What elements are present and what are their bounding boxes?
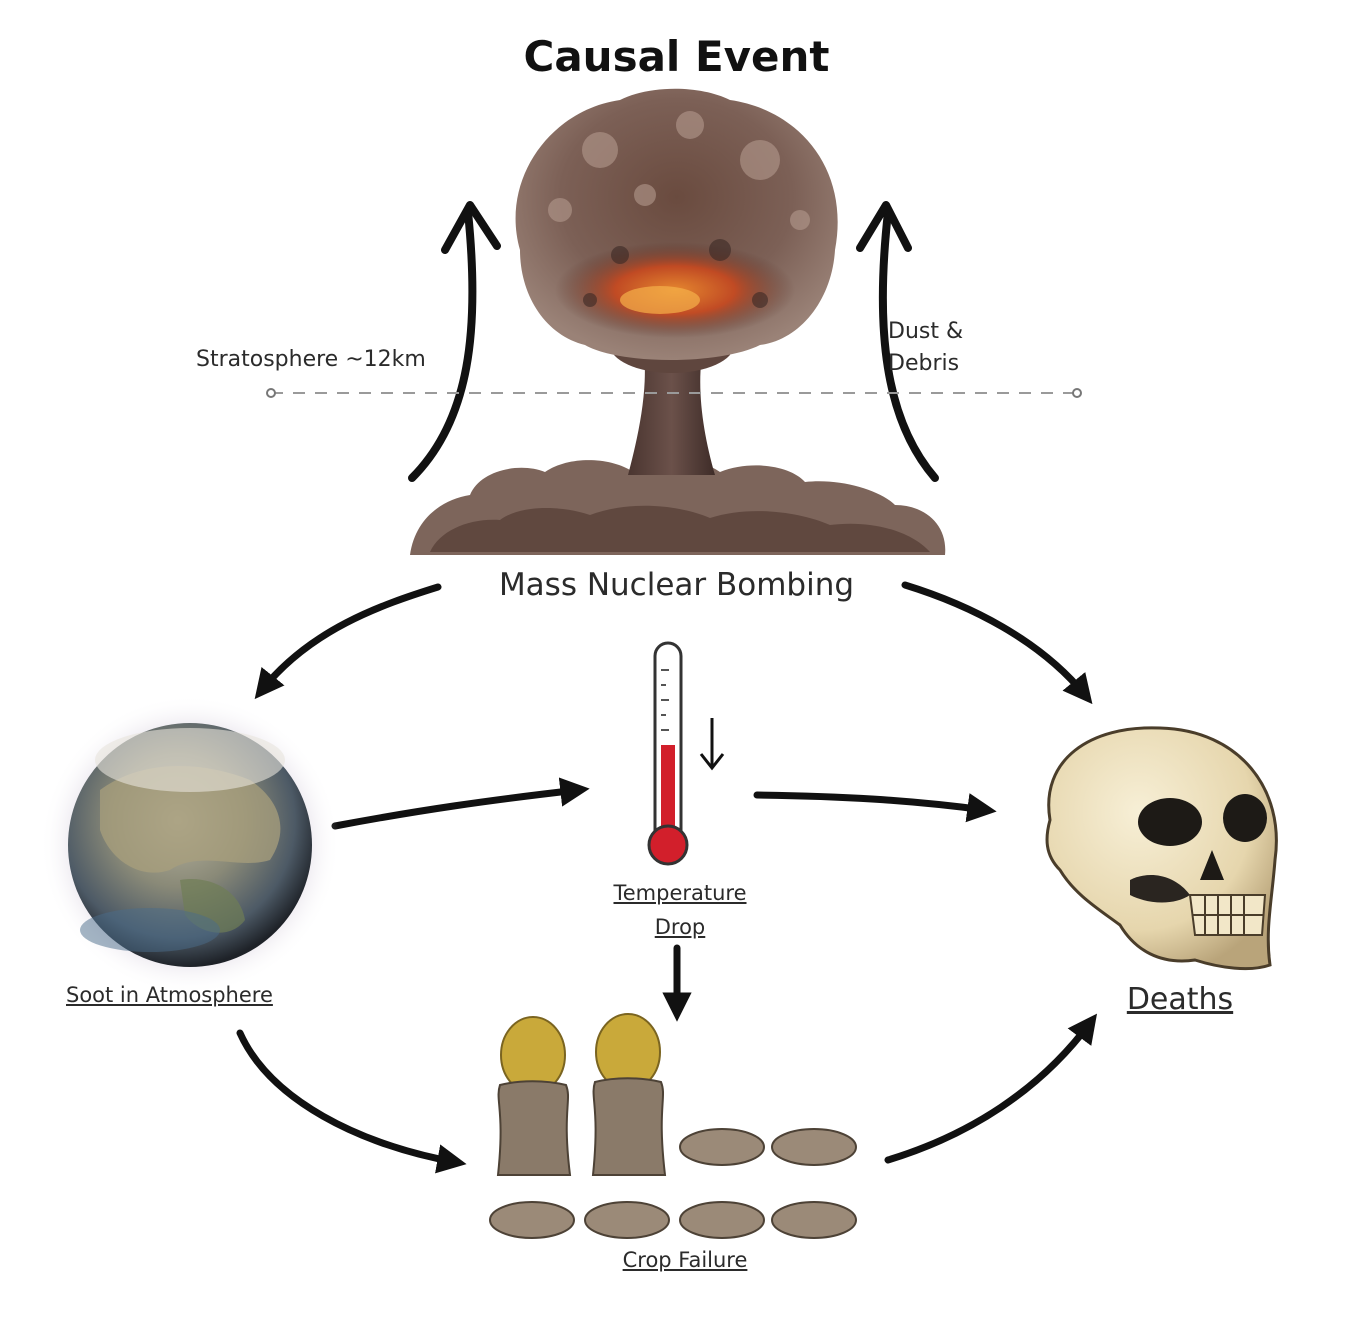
thermometer-icon [647,641,689,866]
mushroom-cloud-icon [410,88,946,555]
edge-cause-to-deaths [901,581,1093,705]
dust-label-line1: Dust & [888,319,964,344]
stratosphere-label: Stratosphere ~12km [196,347,426,372]
stratosphere-line-left-end [266,388,276,398]
arrow-up-right-head [856,201,912,252]
earth-globe-icon [40,695,340,995]
temperature-node-label: Temperature Drop [560,876,800,944]
edge-cause-to-soot [254,583,442,700]
edge-temperature-to-deaths [753,791,997,823]
arrow-up-left-head [441,201,501,254]
temperature-label-line2: Drop [654,915,706,939]
soot-node-label: Soot in Atmosphere [66,983,273,1007]
edge-soot-to-temperature [331,777,590,830]
crop-node-label: Crop Failure [622,1248,748,1272]
grain-sack-icon [489,1013,857,1239]
cause-node-label: Mass Nuclear Bombing [498,567,855,603]
deaths-node-label: Deaths [1126,982,1234,1017]
arrow-up-right [878,208,939,482]
stratosphere-line-right-end [1072,388,1082,398]
edge-crop-to-deaths [884,1013,1098,1164]
dust-debris-label: Dust & Debris [888,316,963,380]
dust-label-line2: Debris [888,351,960,376]
diagram-title: Causal Event [523,32,830,81]
skull-icon [1045,726,1278,971]
edge-soot-to-crop [236,1029,467,1174]
arrow-up-left [408,208,477,482]
temperature-label-line1: Temperature [613,881,747,905]
arrow-down-small-icon [699,718,725,771]
